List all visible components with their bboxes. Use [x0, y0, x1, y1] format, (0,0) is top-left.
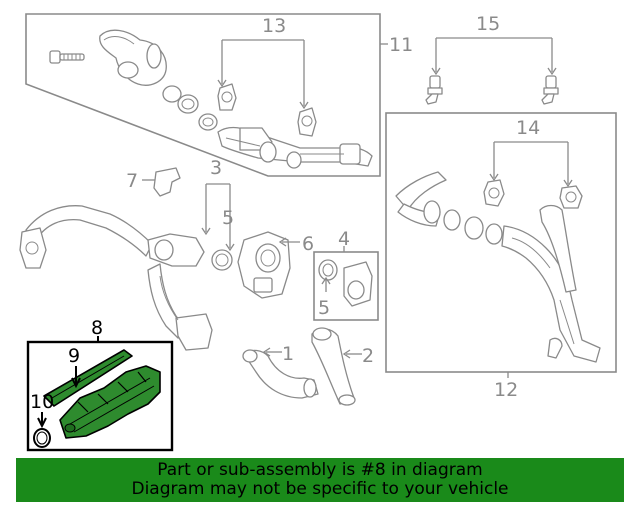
- pipe-assembly-upper: [217, 126, 373, 169]
- callout-5a-group: 5: [222, 207, 235, 252]
- pipe-assembly-right: [395, 171, 601, 363]
- callout-15: 15: [476, 13, 500, 35]
- callout-9: 9: [68, 345, 80, 367]
- pipe-assembly-left: [19, 205, 213, 351]
- notice-line-1: Part or sub-assembly is #8 in diagram: [157, 460, 483, 480]
- callout-11: 11: [389, 34, 413, 56]
- callout-14-group: 14: [489, 117, 573, 188]
- assembly-frame-12: [385, 112, 617, 378]
- callout-9-group: 9: [68, 345, 81, 389]
- callout-1-group: 1: [262, 343, 294, 365]
- callout-5b-group: 5: [318, 276, 331, 319]
- oring-part-5-upper: [211, 249, 233, 271]
- oring-part-10: [33, 428, 51, 448]
- gasket-part-9: [43, 349, 133, 407]
- callout-8: 8: [91, 317, 103, 339]
- sensor-part-right: [541, 75, 559, 105]
- bracket-part-7: [153, 167, 181, 197]
- gasket-14-right: [559, 185, 583, 209]
- callout-1: 1: [282, 343, 294, 365]
- gasket-13-left: [217, 83, 237, 111]
- callout-4: 4: [338, 228, 350, 250]
- hose-part-2: [311, 327, 356, 406]
- callout-13-group: 13: [217, 15, 309, 110]
- notice-banner: Part or sub-assembly is #8 in diagram Di…: [16, 458, 624, 502]
- sensor-part-left: [425, 75, 443, 105]
- clamp-set-upper: [162, 85, 218, 131]
- gasket-14-left: [483, 179, 505, 207]
- throttle-body-part-6: [237, 231, 291, 299]
- callout-5-lower: 5: [318, 297, 330, 319]
- assembly-frame-4: [313, 246, 379, 321]
- callout-12: 12: [494, 379, 518, 401]
- callout-6-group: 6: [278, 233, 314, 255]
- callout-3: 3: [210, 157, 222, 179]
- callout-14: 14: [516, 117, 540, 139]
- assembly-frame-8: [26, 336, 174, 452]
- hose-part-1: [242, 349, 319, 399]
- notice-line-2: Diagram may not be specific to your vehi…: [131, 479, 509, 499]
- callout-2-group: 2: [342, 345, 374, 367]
- assembly-frame-11: [25, 13, 388, 177]
- callout-6: 6: [302, 233, 314, 255]
- callout-2: 2: [362, 345, 374, 367]
- callout-15-group: 15: [431, 13, 557, 76]
- callout-3-group: 3: [201, 157, 231, 248]
- gasket-13-right: [297, 107, 317, 137]
- bolt-part: [49, 50, 85, 64]
- callout-10-group: 10: [30, 391, 54, 429]
- callout-10: 10: [30, 391, 54, 413]
- callout-7: 7: [126, 170, 138, 192]
- intake-elbow-part: [99, 29, 167, 86]
- callout-7-group: 7: [126, 170, 156, 192]
- oring-part-5-lower: [318, 259, 338, 281]
- sensor-part-4: [343, 261, 373, 307]
- callout-5-upper: 5: [222, 207, 234, 229]
- callout-13: 13: [262, 15, 286, 37]
- parts-diagram: 13 11 15 12 14: [19, 13, 617, 452]
- intake-manifold-part: [59, 365, 161, 439]
